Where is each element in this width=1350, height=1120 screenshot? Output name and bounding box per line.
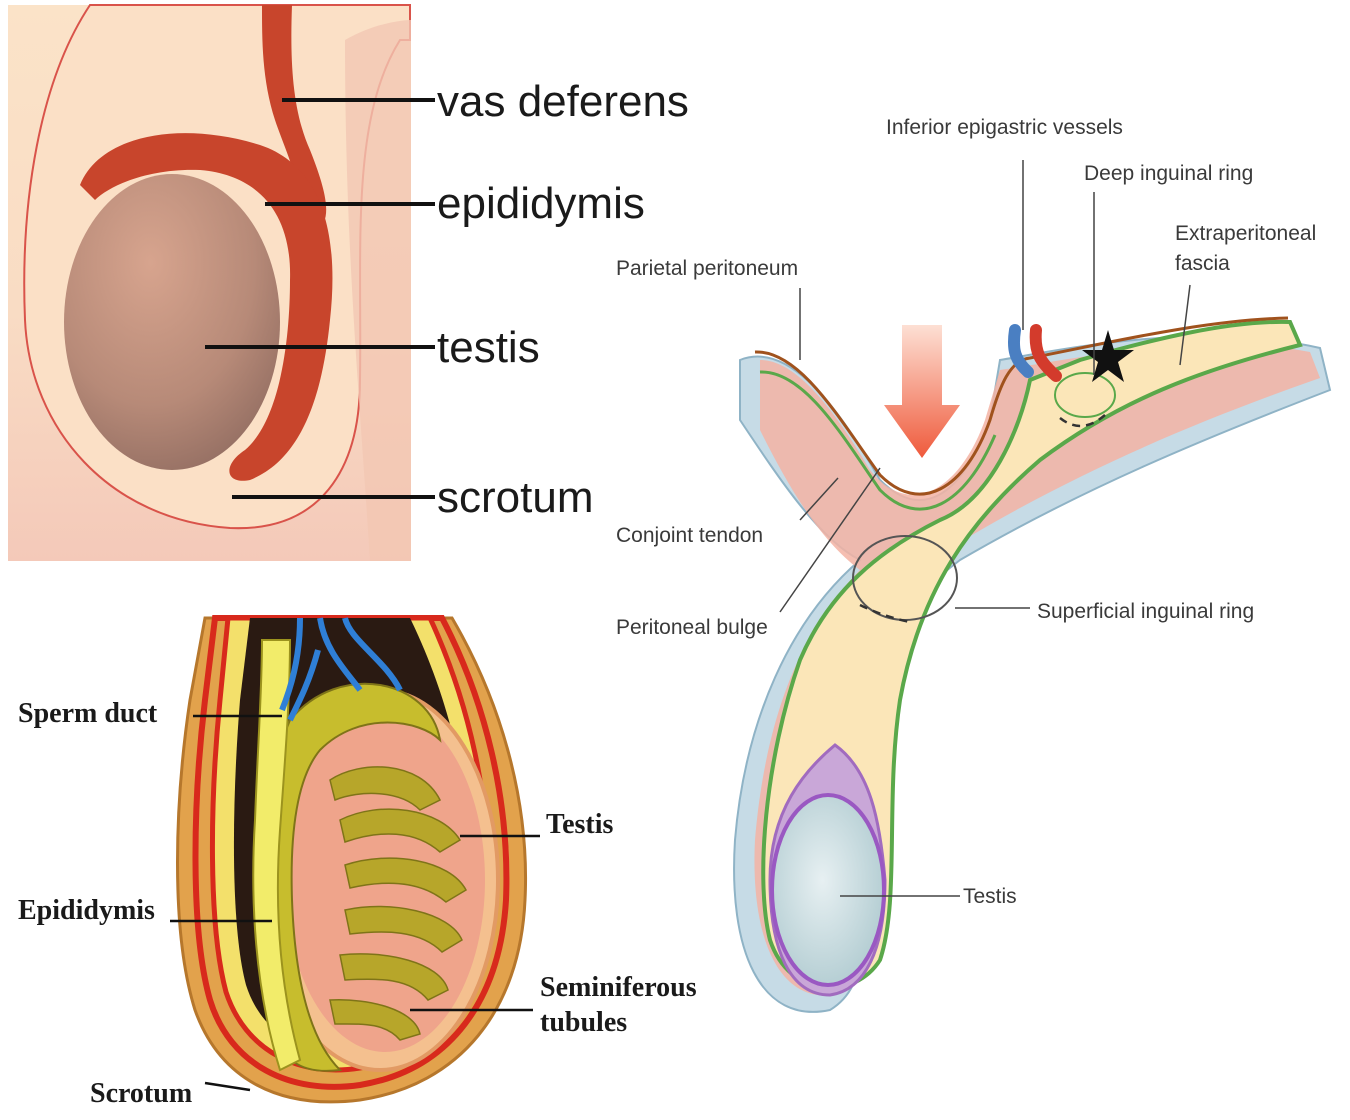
label-epididymis: epididymis [437, 179, 645, 228]
label-sperm-duct: Sperm duct [18, 698, 158, 729]
label-peritoneal-bulge: Peritoneal bulge [616, 616, 768, 639]
label-extraperitoneal-line2: fascia [1175, 252, 1230, 275]
label-extraperitoneal-line1: Extraperitoneal [1175, 222, 1316, 245]
label-inferior-epigastric: Inferior epigastric vessels [886, 116, 1123, 139]
label-testis-c: Testis [963, 885, 1017, 908]
panel-c-illustration [734, 318, 1330, 1012]
label-seminiferous-line1: Seminiferous [540, 972, 697, 1003]
label-scrotum-b: Scrotum [90, 1078, 192, 1109]
label-testis-a: testis [437, 323, 540, 372]
label-epididymis-b: Epididymis [18, 895, 155, 926]
label-seminiferous-line2: tubules [540, 1007, 627, 1038]
label-vas-deferens: vas deferens [437, 77, 689, 126]
panel-b-illustration [178, 618, 526, 1102]
label-superficial-ring: Superficial inguinal ring [1037, 600, 1254, 623]
label-parietal-peritoneum: Parietal peritoneum [616, 257, 798, 280]
panel-a-illustration [8, 5, 411, 561]
scrotum-leader-b [205, 1083, 250, 1090]
label-testis-b: Testis [546, 809, 614, 840]
label-conjoint-tendon: Conjoint tendon [616, 524, 763, 547]
label-scrotum-a: scrotum [437, 473, 593, 522]
label-deep-ring: Deep inguinal ring [1084, 162, 1253, 185]
